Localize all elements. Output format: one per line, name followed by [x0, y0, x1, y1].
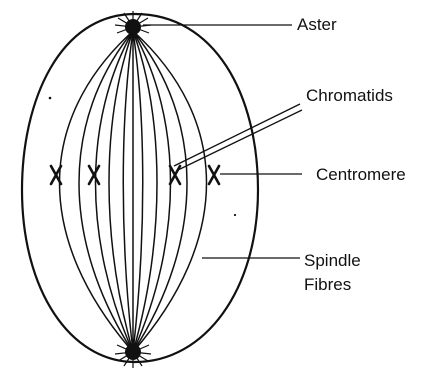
chromosome-mark	[170, 166, 180, 184]
spindle-fibre	[79, 31, 133, 352]
spindle-fibre	[133, 31, 187, 352]
chromosome-mark	[89, 166, 99, 184]
leader-chromatids-2	[178, 110, 302, 170]
aster-bottom	[115, 344, 151, 368]
spindle-fibre	[109, 31, 133, 352]
label-centromere: Centromere	[316, 165, 406, 184]
label-spindle: Spindle	[304, 251, 361, 270]
centriole-bottom	[125, 344, 141, 360]
chromosomes	[51, 166, 219, 184]
spindle-fibre	[133, 31, 143, 352]
centriole-top	[125, 19, 141, 35]
spindle-fibre	[123, 31, 133, 352]
label-aster: Aster	[297, 15, 337, 34]
label-chromatids: Chromatids	[306, 86, 393, 105]
spindle-fibre	[133, 31, 157, 352]
chromosome-mark	[209, 166, 219, 184]
spindle-fibres	[60, 31, 207, 352]
speck	[234, 214, 236, 216]
label-fibres: Fibres	[304, 275, 351, 294]
cell-outline	[22, 14, 258, 362]
speck	[49, 97, 52, 100]
